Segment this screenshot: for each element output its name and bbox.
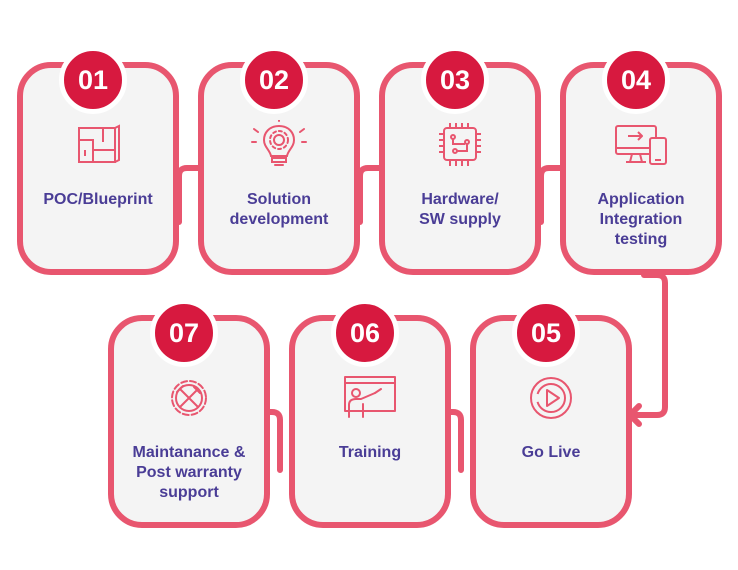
blueprint-icon	[78, 124, 120, 163]
label-line: POC/Blueprint	[43, 191, 153, 208]
step-label: POC/Blueprint	[29, 190, 167, 210]
label-line: Integration	[599, 211, 683, 228]
connector-04-05	[627, 272, 668, 418]
label-line: SW supply	[419, 211, 501, 228]
step-number-badge: 01	[59, 46, 127, 114]
label-line: Solution	[247, 191, 311, 208]
chip-icon	[439, 123, 481, 166]
step-number-badge: 03	[421, 46, 489, 114]
step-number-badge: 06	[331, 299, 399, 367]
step-number-badge: 05	[512, 299, 580, 367]
label-line: support	[159, 484, 219, 501]
step-number-badge: 07	[150, 299, 218, 367]
label-line: Training	[338, 444, 402, 461]
step-number-badge: 02	[240, 46, 308, 114]
play-button-icon	[530, 377, 572, 419]
step-card-03: 03 Hardware/ SW supply	[379, 46, 541, 275]
step-card-07: 07 Maintanance & Post warranty support	[108, 299, 270, 528]
step-label: Maintanance & Post warranty support	[120, 443, 258, 503]
step-label: Solution development	[210, 190, 348, 230]
connector-01-02	[176, 165, 213, 225]
connector-06-07	[255, 409, 283, 473]
step-card-04: 04 Application Integration testing	[560, 46, 722, 275]
connector-05-06	[436, 409, 464, 473]
lightbulb-gear-icon	[251, 120, 307, 166]
connector-02-03	[357, 165, 394, 225]
step-label: Training	[301, 443, 439, 463]
presentation-board-icon	[344, 376, 396, 418]
label-line: Application	[597, 191, 685, 208]
step-label: Hardware/ SW supply	[391, 190, 529, 230]
step-number-badge: 04	[602, 46, 670, 114]
connector-03-04	[538, 165, 575, 225]
tools-gear-icon	[171, 380, 207, 416]
step-card-05: 05 Go Live	[470, 299, 632, 528]
step-label: Application Integration testing	[572, 190, 710, 250]
step-card-01: 01 POC/Blueprint	[17, 46, 179, 275]
label-line: Hardware/	[421, 191, 499, 208]
label-line: development	[229, 211, 329, 228]
label-line: Post warranty	[136, 464, 242, 481]
step-card-06: 06 Training	[289, 299, 451, 528]
label-line: Go Live	[521, 444, 581, 461]
step-label: Go Live	[482, 443, 620, 463]
label-line: Maintanance &	[132, 444, 246, 461]
monitor-tablet-icon	[615, 125, 667, 165]
label-line: testing	[614, 231, 668, 248]
step-card-02: 02 Solution development	[198, 46, 360, 275]
